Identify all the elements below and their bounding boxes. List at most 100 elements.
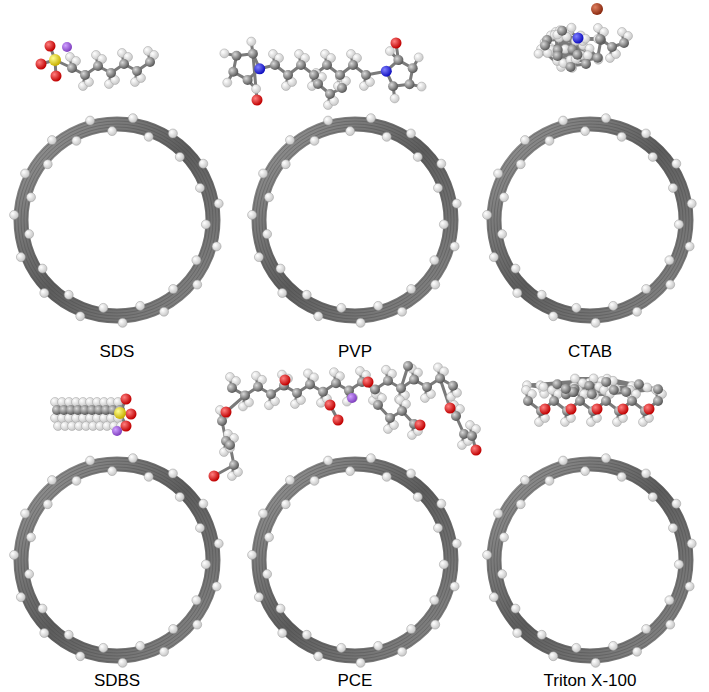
hydrogen-atom [434,523,443,532]
hydrogen-atom [314,652,323,661]
hydrogen-atom [366,454,375,463]
atom [225,440,235,450]
tube-line [15,118,219,322]
hydrogen-atom [281,160,290,169]
hydrogen-atom [346,467,355,476]
hydrogen-atom [144,132,153,141]
panel-label: CTAB [568,342,612,362]
hydrogen-atom [201,220,210,229]
atom [227,383,237,393]
hydrogen-atom [64,290,73,299]
tube-line [256,461,454,659]
hydrogen-atom [516,500,525,509]
atom [445,403,456,414]
hydrogen-atom [511,604,520,613]
hydrogen-atom [431,280,440,289]
atom [296,60,306,70]
hydrogen-atom [337,303,346,312]
atom [243,75,253,85]
atom [67,63,77,73]
atom [280,375,291,386]
atom [467,431,477,441]
atom [409,375,419,385]
hydrogen-atom [406,469,415,478]
hydrogen-atom [431,620,440,629]
atom [583,51,592,60]
atom [106,68,116,78]
hydrogen-atom [64,630,73,639]
atom [414,53,423,62]
tube-line [262,467,448,653]
hydrogen-atom [278,629,287,638]
hydrogen-atom [430,256,439,265]
atom [385,413,395,423]
atom [45,41,56,52]
hydrogen-atom [212,582,221,591]
atom [393,55,403,65]
hydrogen-atom [356,658,365,667]
hydrogen-atom [160,307,169,316]
atom [653,384,663,394]
tube-line [491,461,689,659]
atom [405,79,415,89]
hydrogen-atom [617,472,626,481]
hydrogen-atom [25,230,34,239]
hydrogen-atom [108,127,117,136]
hydrogen-atom [382,472,391,481]
hydrogen-atom [366,114,375,123]
atom [209,471,220,482]
hydrogen-atom [382,132,391,141]
hydrogen-atom [201,560,210,569]
tube-line [500,470,680,650]
hydrogen-atom [199,499,208,508]
atom [253,382,263,392]
atom [619,38,629,48]
atom [283,70,293,80]
hydrogen-atom [76,312,85,321]
atom [390,94,399,103]
atom [435,373,445,383]
atom [644,404,655,415]
hydrogen-atom [310,476,319,485]
hydrogen-atom [254,593,263,602]
atom [540,41,550,51]
hydrogen-atom [72,476,81,485]
hydrogen-atom [549,312,558,321]
hydrogen-atom [302,290,311,299]
hydrogen-atom [281,500,290,509]
atom [553,51,563,61]
hydrogen-atom [346,127,355,136]
hydrogen-atom [489,593,498,602]
hydrogen-atom [99,643,108,652]
hydrogen-atom [674,560,683,569]
hydrogen-atom [212,242,221,251]
hydrogen-atom [439,220,448,229]
atom [313,79,323,89]
atom [388,81,398,91]
hydrogen-atom [192,596,201,605]
atom [337,83,347,93]
hydrogen-atom [118,658,127,667]
hydrogen-atom [549,652,558,661]
hydrogen-atom [511,264,520,273]
hydrogen-atom [489,253,498,262]
atom [62,42,72,52]
hydrogen-atom [617,132,626,141]
hydrogen-atom [685,242,694,251]
atom [51,71,62,82]
hydrogen-atom [276,604,285,613]
hydrogen-atom [72,136,81,145]
hydrogen-atom [136,641,145,650]
hydrogen-atom [259,509,268,518]
atom [575,396,585,406]
hydrogen-atom [494,509,503,518]
hydrogen-atom [128,454,137,463]
hydrogen-atom [193,280,202,289]
hydrogen-atom [642,285,651,294]
hydrogen-atom [144,472,153,481]
atom [121,421,132,432]
hydrogen-atom [160,647,169,656]
hydrogen-atom [259,169,268,178]
atom [229,460,239,470]
atom [595,34,605,44]
